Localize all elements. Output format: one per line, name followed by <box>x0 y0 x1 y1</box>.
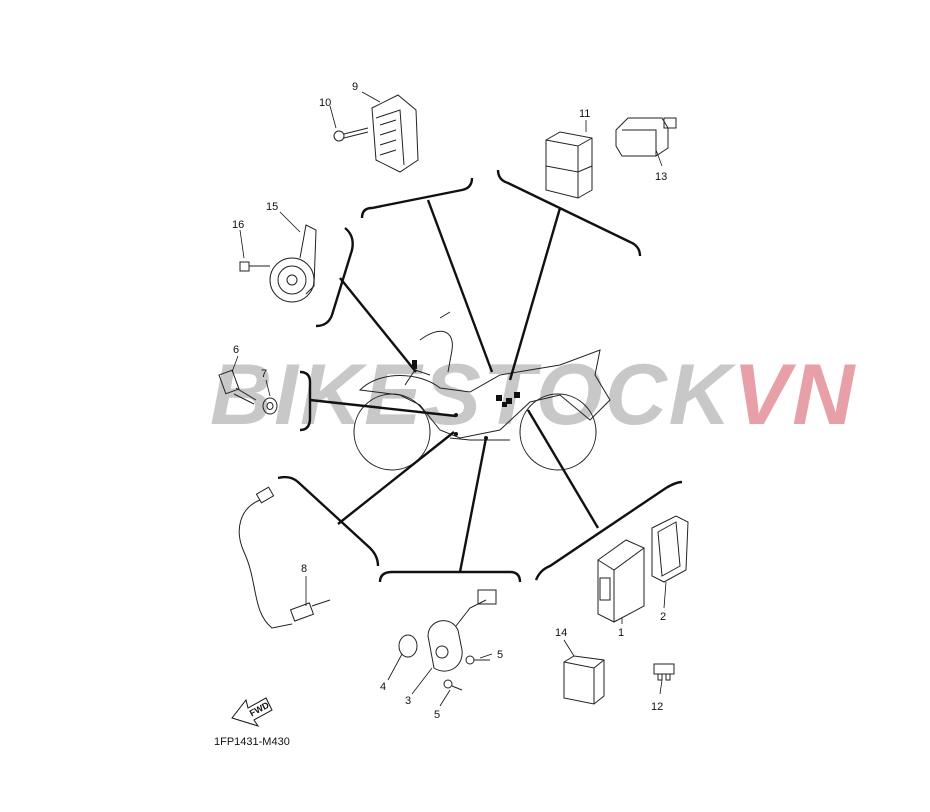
bracket-top-left <box>360 177 494 373</box>
callout-7: 7 <box>261 368 267 380</box>
throttle-sensor-icon <box>427 589 497 672</box>
bracket-left-upper <box>315 227 417 373</box>
bolt-icon <box>333 127 369 142</box>
callout-9: 9 <box>352 81 358 93</box>
ecu-icon <box>597 539 645 623</box>
callout-2: 2 <box>660 611 666 623</box>
callout-6: 6 <box>233 344 239 356</box>
callout-14: 14 <box>555 627 567 639</box>
bracket-bottom-right <box>526 409 683 581</box>
washer-icon <box>262 397 278 415</box>
callout-12: 12 <box>651 701 663 713</box>
callout-5a: 5 <box>497 649 503 661</box>
diagram-code: 1FP1431-M430 <box>214 736 290 748</box>
rectifier-regulator-icon <box>371 94 419 173</box>
watermark-part2: VN <box>732 347 857 443</box>
cover-icon <box>651 515 689 583</box>
callout-leaders <box>231 91 667 707</box>
bracket-bottom-left <box>277 431 455 567</box>
o2-sensor-icon <box>238 486 331 629</box>
motorcycle-outline-icon <box>353 311 611 471</box>
callout-15: 15 <box>266 201 278 213</box>
callout-1: 1 <box>618 627 624 639</box>
o-ring-icon <box>398 634 418 658</box>
fuse-icon <box>653 663 675 681</box>
callout-11: 11 <box>579 108 590 120</box>
callout-16: 16 <box>232 219 244 231</box>
screw-icon <box>443 655 490 691</box>
callout-10: 10 <box>319 97 331 109</box>
connection-points <box>412 360 520 440</box>
callout-8: 8 <box>301 563 307 575</box>
horn-icon <box>269 224 317 303</box>
relay-icon <box>563 655 605 705</box>
watermark: BIKESTOCKVN <box>210 352 856 438</box>
bracket-left-middle <box>299 370 457 432</box>
switch-icon <box>615 117 677 157</box>
watermark-part1: BIKESTOCK <box>210 347 733 443</box>
sensor-icon <box>218 369 257 405</box>
bracket-top-right <box>496 169 642 381</box>
callout-13: 13 <box>655 171 667 183</box>
relay-icon <box>545 131 593 199</box>
callout-labels: 9 10 11 13 15 16 6 7 8 1 2 14 12 4 3 5 5 <box>232 81 667 721</box>
screw-icon <box>239 261 270 272</box>
bracket-bottom-center <box>378 437 522 583</box>
callout-5b: 5 <box>434 709 440 721</box>
fwd-arrow-icon: FWD <box>231 697 273 727</box>
callout-4: 4 <box>380 681 386 693</box>
callout-3: 3 <box>405 695 411 707</box>
